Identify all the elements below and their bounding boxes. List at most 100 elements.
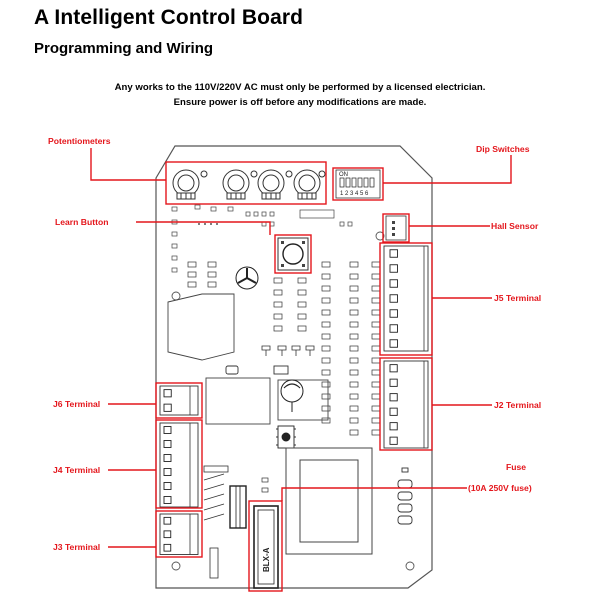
smd-component	[371, 381, 381, 388]
smd-component	[321, 333, 331, 340]
smd-component	[349, 321, 359, 328]
smd-component	[371, 345, 381, 352]
smd-component	[321, 369, 331, 376]
smd-component	[273, 301, 283, 308]
smd-component	[321, 285, 331, 292]
dip-on-label: ON	[339, 172, 348, 178]
potentiometer	[222, 169, 258, 200]
smd-component	[297, 289, 307, 296]
terminal-screw	[163, 403, 172, 412]
page-subtitle: Programming and Wiring	[34, 40, 214, 57]
terminal-screw	[163, 496, 172, 504]
terminal-block	[383, 360, 429, 449]
j2-terminal-label: J2 Terminal	[494, 400, 541, 410]
smd-component	[349, 429, 359, 436]
dip-switches-label: Dip Switches	[476, 144, 530, 154]
terminal-screw	[389, 339, 398, 348]
mount-hole	[405, 561, 415, 571]
fuse-highlight	[248, 500, 283, 592]
board-outline	[155, 145, 433, 589]
smd-component	[349, 333, 359, 340]
smd-component	[349, 369, 359, 376]
potentiometers-highlight	[165, 161, 327, 205]
dip-switches-highlight	[332, 167, 384, 201]
smd-component	[321, 345, 331, 352]
terminal-block	[159, 385, 199, 416]
fuse-label: Fuse	[506, 462, 526, 472]
smd-component	[321, 297, 331, 304]
j2-terminal-highlight	[379, 357, 433, 451]
smd-component	[371, 285, 381, 292]
smd-component	[187, 281, 197, 288]
potentiometer	[257, 169, 293, 200]
smd-component	[207, 281, 217, 288]
smd-component	[371, 273, 381, 280]
terminal-screw	[389, 407, 398, 416]
terminal-screw	[163, 482, 172, 490]
smd-component	[371, 309, 381, 316]
fuse-marking: BLX-A	[262, 547, 271, 572]
smd-component	[349, 261, 359, 268]
smd-component	[371, 429, 381, 436]
terminal-screw	[389, 393, 398, 402]
mount-hole	[171, 561, 181, 571]
dip-numbers: 1 2 3 4 5 6	[340, 191, 369, 197]
fuse-rating-label: (10A 250V fuse)	[468, 483, 532, 493]
right-small-parts	[397, 467, 413, 525]
smd-component	[207, 261, 217, 268]
smd-component	[371, 321, 381, 328]
capacitor-group	[225, 365, 289, 375]
smd-component	[349, 309, 359, 316]
terminal-screw	[163, 454, 172, 462]
smd-component	[321, 309, 331, 316]
smd-component	[187, 261, 197, 268]
terminal-screw	[389, 249, 398, 258]
smd-component	[371, 417, 381, 424]
terminal-screw	[389, 422, 398, 431]
smd-component	[273, 289, 283, 296]
smd-component	[207, 271, 217, 278]
smd-component	[371, 369, 381, 376]
potentiometer-group	[172, 169, 326, 200]
transistor-row	[261, 345, 315, 356]
terminal-screw	[163, 516, 172, 525]
smd-component	[371, 333, 381, 340]
smd-component	[349, 273, 359, 280]
smd-component	[273, 277, 283, 284]
warning-line-1: Any works to the 110V/220V AC must only …	[114, 82, 486, 93]
terminal-screw	[389, 364, 398, 373]
terminal-screw	[163, 543, 172, 552]
terminal-blocks	[159, 245, 429, 555]
terminal-screw	[163, 440, 172, 448]
j4-terminal-highlight	[155, 419, 203, 509]
terminal-screw	[389, 279, 398, 288]
terminal-screw	[389, 378, 398, 387]
terminal-screw	[163, 426, 172, 434]
smd-component	[321, 261, 331, 268]
hall-sensor-highlight	[382, 213, 410, 243]
j4-terminal-label: J4 Terminal	[53, 465, 100, 475]
terminal-screw	[163, 389, 172, 398]
hall-sensor-label: Hall Sensor	[491, 221, 539, 231]
smd-component	[321, 405, 331, 412]
j3-terminal-label: J3 Terminal	[53, 542, 100, 552]
j3-terminal-highlight	[155, 510, 203, 558]
smd-component	[349, 405, 359, 412]
smd-component	[349, 297, 359, 304]
smd-component	[371, 357, 381, 364]
terminal-screw	[389, 324, 398, 333]
smd-component	[371, 393, 381, 400]
j6-terminal-label: J6 Terminal	[53, 399, 100, 409]
terminal-screw	[389, 309, 398, 318]
potentiometer	[293, 169, 326, 200]
hall-sensor-connector	[385, 215, 407, 241]
smd-component	[349, 393, 359, 400]
terminal-screw	[389, 294, 398, 303]
potentiometers-label: Potentiometers	[48, 136, 111, 146]
page-title: A Intelligent Control Board	[34, 6, 304, 29]
smd-component	[273, 325, 283, 332]
smd-component	[297, 301, 307, 308]
dip-switches-leader	[383, 155, 512, 184]
transformer	[285, 447, 373, 555]
terminal-screw	[163, 530, 172, 539]
